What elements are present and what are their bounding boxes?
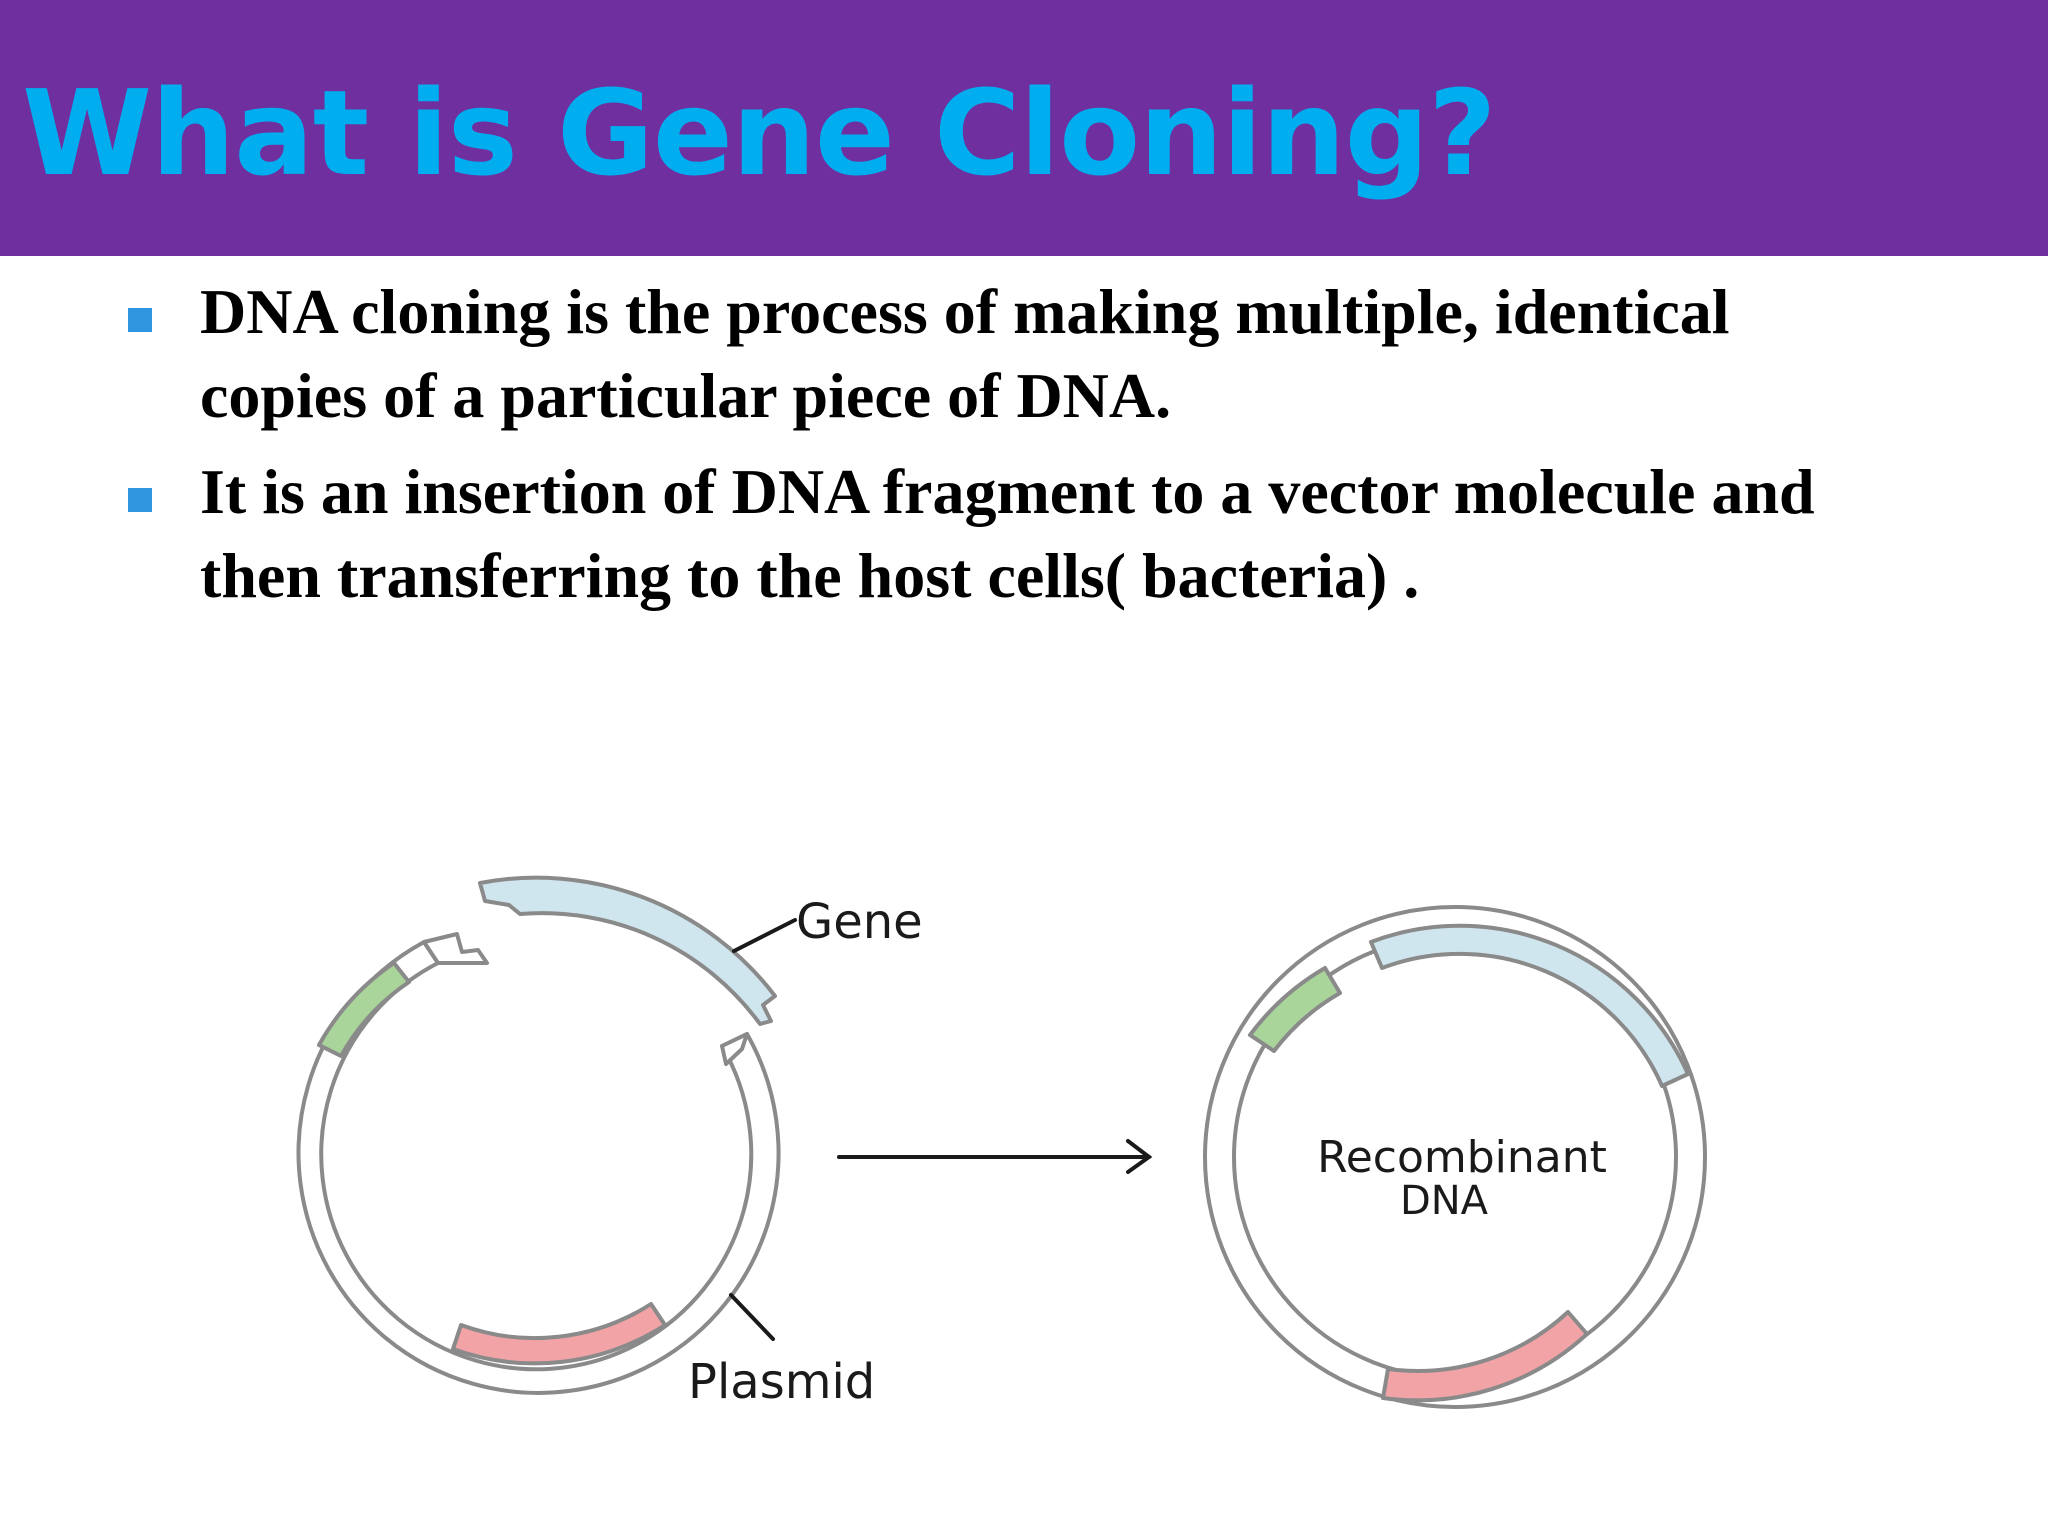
square-bullet-icon: [128, 488, 152, 512]
plasmid-red-segment: [451, 1302, 667, 1366]
plasmid-pointer-line: [729, 1293, 775, 1341]
sticky-end-left: [422, 932, 489, 965]
bullet-item: DNA cloning is the process of making mul…: [0, 270, 2048, 438]
bullet-item: It is an insertion of DNA fragment to a …: [0, 450, 2048, 618]
bullet-list: DNA cloning is the process of making mul…: [0, 270, 2048, 630]
square-bullet-icon: [128, 308, 152, 332]
arrow-icon: [837, 1139, 1153, 1174]
recombinant-gene-segment: [1369, 923, 1690, 1088]
bullet-text: It is an insertion of DNA fragment to a …: [200, 456, 1815, 611]
recombinant-plasmid: [1203, 905, 1707, 1409]
title-bar: What is Gene Cloning?: [0, 0, 2048, 256]
plasmid-label: Plasmid: [688, 1354, 875, 1410]
sticky-end-right: [720, 1032, 749, 1066]
gene-fragment: [478, 875, 777, 1026]
bullet-text: DNA cloning is the process of making mul…: [200, 276, 1730, 431]
recombinant-label-line2: DNA: [1400, 1178, 1489, 1224]
gene-fragment-shape: [478, 875, 777, 1026]
recombinant-label-line1: Recombinant: [1317, 1132, 1607, 1183]
recombinant-green-segment: [1248, 966, 1342, 1053]
slide-title: What is Gene Cloning?: [22, 64, 1497, 202]
open-plasmid: [296, 932, 781, 1395]
plasmid-green-segment: [317, 961, 411, 1058]
gene-pointer-line: [732, 918, 797, 953]
recombinant-red-segment: [1381, 1310, 1589, 1403]
gene-label: Gene: [796, 894, 923, 950]
